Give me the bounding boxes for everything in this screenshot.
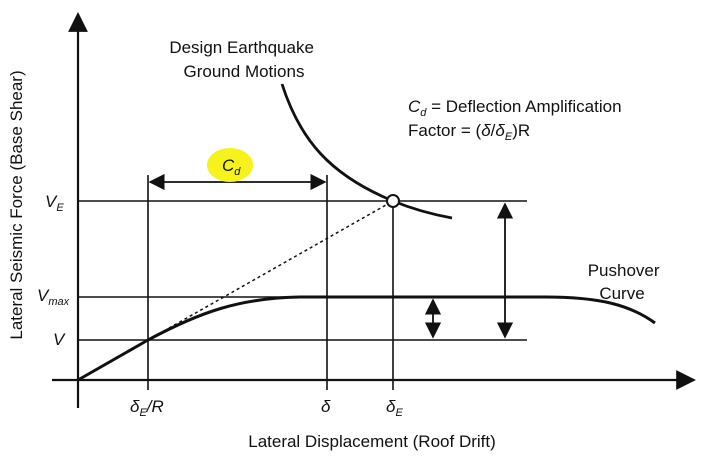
- cd-dimension-label: Cd: [222, 156, 241, 178]
- earthquake-label: Design Earthquake Ground Motions: [169, 38, 318, 81]
- y-axis-title: Lateral Seismic Force (Base Shear): [7, 70, 26, 339]
- cd-definition-line1: Cd = Deflection Amplification: [408, 97, 622, 119]
- x-tick-delta: δ: [321, 397, 331, 416]
- y-tick-vmax: Vmax: [37, 286, 70, 308]
- x-tick-de: δE: [386, 397, 403, 419]
- pushover-curve: [77, 295, 656, 382]
- cd-highlight: [207, 148, 253, 182]
- cd-definition-line2: Factor = (δ/δE)R: [408, 121, 530, 143]
- earthquake-demand-curve: [280, 83, 453, 220]
- pushover-label: Pushover Curve: [588, 261, 665, 303]
- performance-point-marker: [386, 194, 400, 208]
- x-tick-de-over-r: δE/R: [130, 397, 164, 419]
- x-axis-title: Lateral Displacement (Roof Drift): [248, 432, 496, 451]
- y-tick-ve: VE: [45, 192, 64, 214]
- secant-dashed-line: [147, 200, 394, 341]
- y-tick-v: V: [53, 330, 66, 349]
